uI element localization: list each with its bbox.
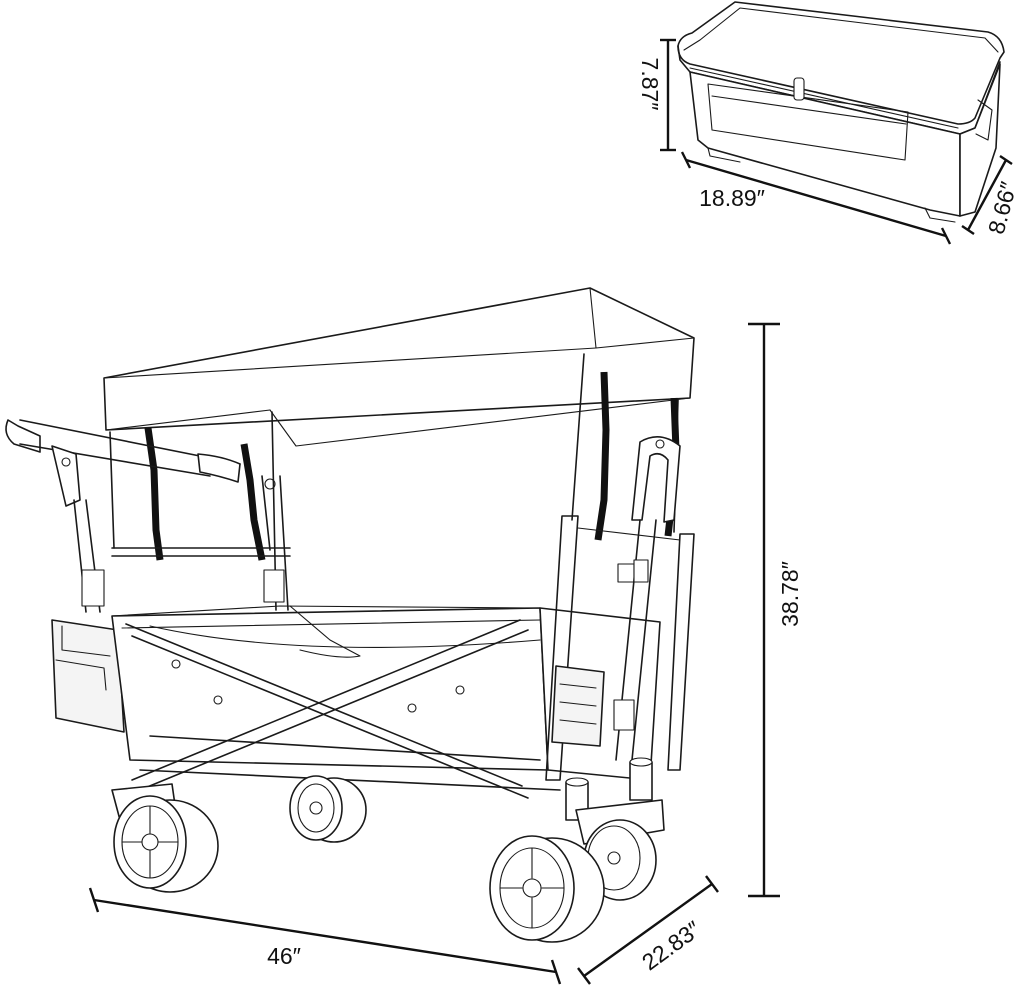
rear-push-handle (5, 419, 289, 613)
bag-depth-label: 8.66″ (983, 179, 1022, 237)
front-pull-handle (613, 436, 681, 761)
front-mesh-pocket (551, 665, 605, 747)
bag-length-dimension (680, 151, 952, 245)
wagon-length-label: 46″ (267, 943, 301, 969)
storage-bag (677, 1, 1005, 223)
bag-height-dimension (660, 38, 676, 152)
wagon-width-label: 22.83″ (637, 916, 705, 976)
wheel-front-left (489, 835, 605, 943)
wagon-width-dimension (577, 875, 719, 985)
wagon-height-dimension (748, 322, 780, 898)
wagon-x-frame (125, 619, 561, 799)
wagon-illustration (5, 287, 695, 943)
wagon-canopy (103, 287, 695, 447)
wagon-height-label: 38.78″ (777, 561, 803, 627)
wheel-rear-left (111, 783, 219, 893)
wheel-rear-right (289, 775, 367, 843)
wagon-front-frame (545, 515, 695, 781)
rear-side-pocket (51, 619, 125, 733)
bag-height-label: 7.87″ (637, 58, 663, 111)
bag-depth-dimension (961, 155, 1013, 235)
wagon-length-dimension (88, 887, 562, 985)
bag-length-label: 18.89″ (699, 185, 765, 211)
